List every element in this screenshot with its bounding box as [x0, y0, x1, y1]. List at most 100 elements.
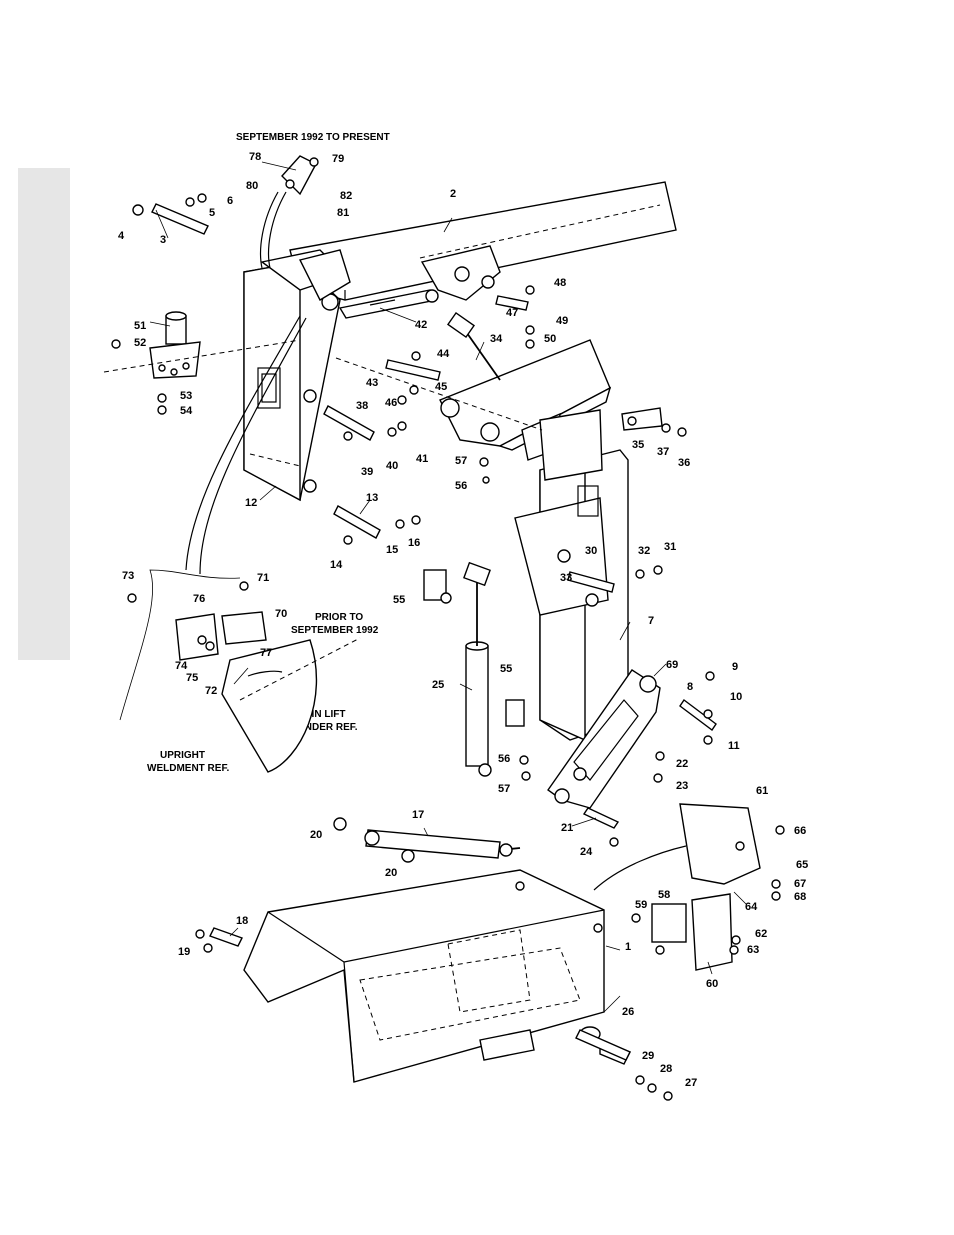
callout-45: 45 [435, 381, 447, 393]
callout-8: 8 [687, 681, 693, 693]
callout-49: 49 [556, 315, 568, 327]
lower-arm-drawing [547, 669, 661, 809]
base-cylinder-drawing [333, 817, 521, 863]
callout-38: 38 [356, 400, 368, 412]
callout-34: 34 [490, 333, 503, 345]
callout-20-left: 20 [310, 829, 322, 841]
callout-57-lower: 57 [498, 783, 510, 795]
callout-35: 35 [632, 439, 644, 451]
callout-25: 25 [432, 679, 444, 691]
note-main-lift-line2: CYLINDER REF. [282, 722, 358, 733]
callout-64: 64 [745, 901, 758, 913]
callout-48: 48 [554, 277, 566, 289]
note-september-1992: SEPTEMBER 1992 TO PRESENT [236, 132, 390, 143]
callout-32: 32 [638, 545, 650, 557]
callout-19: 19 [178, 946, 190, 958]
callout-54: 54 [180, 405, 193, 417]
base-frame-drawing [243, 869, 631, 1083]
callout-56: 56 [455, 480, 467, 492]
note-upright-line1: UPRIGHT [160, 750, 205, 761]
sensor-bracket-drawing [651, 803, 761, 971]
callout-40: 40 [386, 460, 398, 472]
rotation-cap-drawing [149, 311, 201, 379]
leader-lines [149, 161, 747, 1013]
callout-60: 60 [706, 978, 718, 990]
callout-53: 53 [180, 390, 192, 402]
callout-46: 46 [385, 397, 397, 409]
callout-47: 47 [506, 307, 518, 319]
boom-head-drawing [243, 249, 351, 502]
callout-70: 70 [275, 608, 287, 620]
callout-37: 37 [657, 446, 669, 458]
callout-7: 7 [648, 615, 654, 627]
callout-55-lower: 55 [500, 663, 512, 675]
callout-4: 4 [118, 230, 125, 242]
callout-39: 39 [361, 466, 373, 478]
callout-69: 69 [666, 659, 678, 671]
callout-72: 72 [205, 685, 217, 697]
callout-55-top: 55 [393, 594, 405, 606]
callout-27: 27 [685, 1077, 697, 1089]
callout-16: 16 [408, 537, 420, 549]
note-main-lift-line1: MAIN LIFT [296, 709, 345, 720]
callout-26: 26 [622, 1006, 634, 1018]
callout-42: 42 [415, 319, 427, 331]
callout-33: 33 [560, 572, 572, 584]
callout-80: 80 [246, 180, 258, 192]
callout-18: 18 [236, 915, 248, 927]
callout-65: 65 [796, 859, 808, 871]
reference-lines-drawing [103, 339, 543, 773]
callout-3: 3 [160, 234, 166, 246]
cable-drawing [185, 191, 687, 891]
callout-1: 1 [625, 941, 631, 953]
note-prior-line2: SEPTEMBER 1992 [291, 625, 379, 636]
callout-15: 15 [386, 544, 398, 556]
callout-5: 5 [209, 207, 215, 219]
upper-switch-drawing [281, 155, 319, 196]
callout-2: 2 [450, 188, 456, 200]
callout-30: 30 [585, 545, 597, 557]
callout-29: 29 [642, 1050, 654, 1062]
callout-78: 78 [249, 151, 261, 163]
callout-62: 62 [755, 928, 767, 940]
callout-58: 58 [658, 889, 670, 901]
callout-labels: 78 79 80 82 81 2 6 5 4 3 48 47 49 51 50 … [118, 151, 808, 1089]
callout-57: 57 [455, 455, 467, 467]
callout-82: 82 [340, 190, 352, 202]
callout-68: 68 [794, 891, 806, 903]
callout-28: 28 [660, 1063, 672, 1075]
side-tab [18, 168, 70, 660]
callout-9: 9 [732, 661, 738, 673]
callout-66: 66 [794, 825, 806, 837]
callout-77: 77 [260, 647, 272, 659]
callout-56-lower: 56 [498, 753, 510, 765]
callout-20-right: 20 [385, 867, 397, 879]
lift-cylinder-drawing [463, 561, 492, 777]
note-upright-line2: WELDMENT REF. [147, 763, 229, 774]
callout-81: 81 [337, 207, 349, 219]
callout-36: 36 [678, 457, 690, 469]
callout-50: 50 [544, 333, 556, 345]
callout-51: 51 [134, 320, 146, 332]
callout-61: 61 [756, 785, 768, 797]
callout-6: 6 [227, 195, 233, 207]
callout-79: 79 [332, 153, 344, 165]
callout-11: 11 [728, 740, 740, 752]
callout-21: 21 [561, 822, 573, 834]
callout-10: 10 [730, 691, 742, 703]
callout-75: 75 [186, 672, 198, 684]
callout-76: 76 [193, 593, 205, 605]
upright-drawing [514, 409, 629, 742]
callout-14: 14 [330, 559, 343, 571]
pins-and-bolts-drawing [111, 193, 785, 1101]
boom-cylinder-drawing [338, 289, 439, 319]
callout-71: 71 [257, 572, 269, 584]
callout-41: 41 [416, 453, 428, 465]
callout-74: 74 [175, 660, 188, 672]
note-prior-line1: PRIOR TO [315, 612, 363, 623]
callout-31: 31 [664, 541, 676, 553]
callout-44: 44 [437, 348, 450, 360]
callout-52: 52 [134, 337, 146, 349]
